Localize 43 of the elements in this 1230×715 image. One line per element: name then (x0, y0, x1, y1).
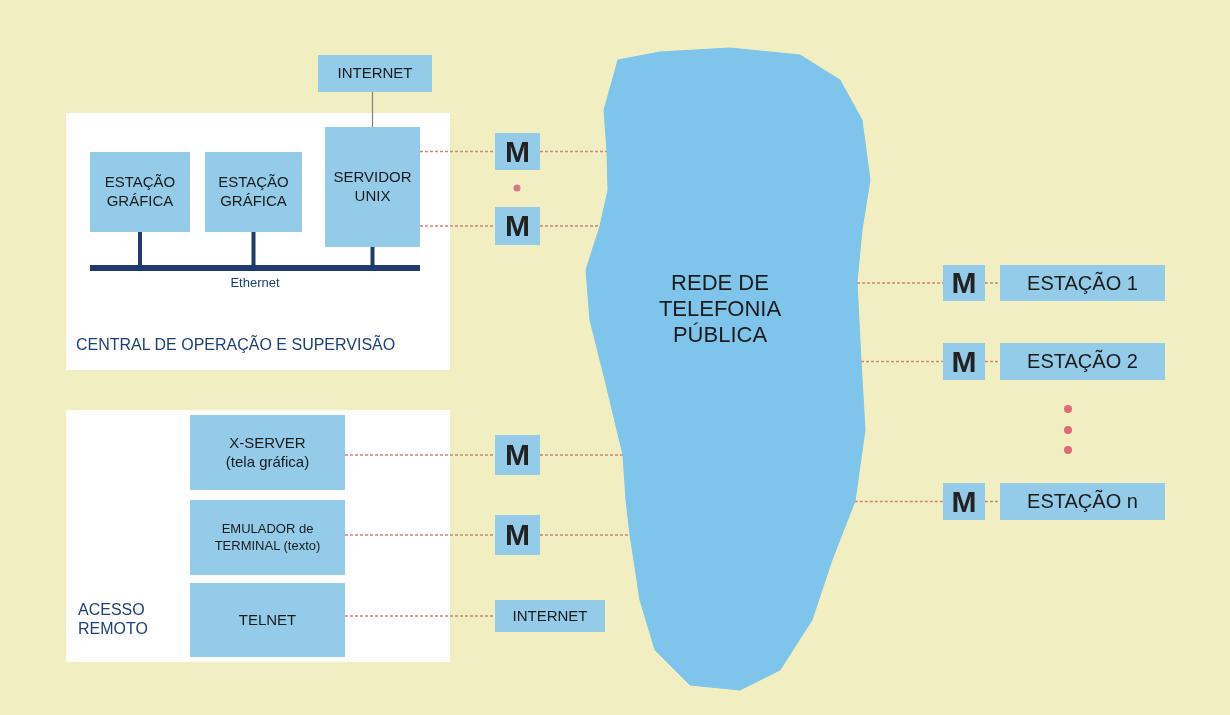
connector-line (344, 454, 496, 456)
modem-box: M (495, 133, 540, 170)
modem-box: M (943, 483, 985, 520)
cloud-label: REDE DE TELEFONIA PÚBLICA (657, 270, 783, 348)
connector-line (138, 232, 142, 265)
modem-box: M (495, 207, 540, 245)
connector-line (984, 360, 1001, 363)
component-box: INTERNET (495, 600, 605, 632)
component-box: EMULADOR de TERMINAL (texto) (190, 500, 345, 575)
component-box: INTERNET (318, 55, 432, 92)
connector-line (370, 247, 375, 265)
connector-line (419, 150, 496, 153)
component-box: ESTAÇÃO GRÁFICA (205, 152, 302, 232)
connector-line (856, 282, 944, 284)
connector-line (984, 282, 1001, 284)
modem-box: M (943, 265, 985, 301)
station-box: ESTAÇÃO 1 (1000, 265, 1165, 301)
connector-line (860, 360, 944, 363)
component-box: SERVIDOR UNIX (325, 127, 420, 247)
connector-line (251, 232, 256, 265)
connector-line (344, 615, 496, 617)
modem-box: M (495, 435, 540, 475)
station-box: ESTAÇÃO 2 (1000, 343, 1165, 380)
modem-box: M (495, 515, 540, 555)
section-panel (66, 113, 450, 370)
connector-line (344, 534, 496, 536)
connector-line (984, 500, 1001, 503)
connector-line (539, 225, 601, 227)
section-panel (66, 410, 450, 662)
station-box: ESTAÇÃO n (1000, 483, 1165, 520)
component-box: X-SERVER (tela gráfica) (190, 415, 345, 490)
connector-line (539, 534, 631, 536)
section-title: ACESSO REMOTO (78, 600, 149, 639)
connector-line (539, 454, 624, 456)
connector-line (419, 225, 496, 227)
component-box: TELNET (190, 583, 345, 657)
connector-line (371, 91, 374, 128)
connector-line (854, 500, 944, 503)
component-box: ESTAÇÃO GRÁFICA (90, 152, 190, 232)
section-title: CENTRAL DE OPERAÇÃO E SUPERVISÃO (76, 335, 396, 355)
connector-line (539, 150, 608, 153)
modem-box: M (943, 343, 985, 380)
bus-label: Ethernet (229, 275, 281, 291)
